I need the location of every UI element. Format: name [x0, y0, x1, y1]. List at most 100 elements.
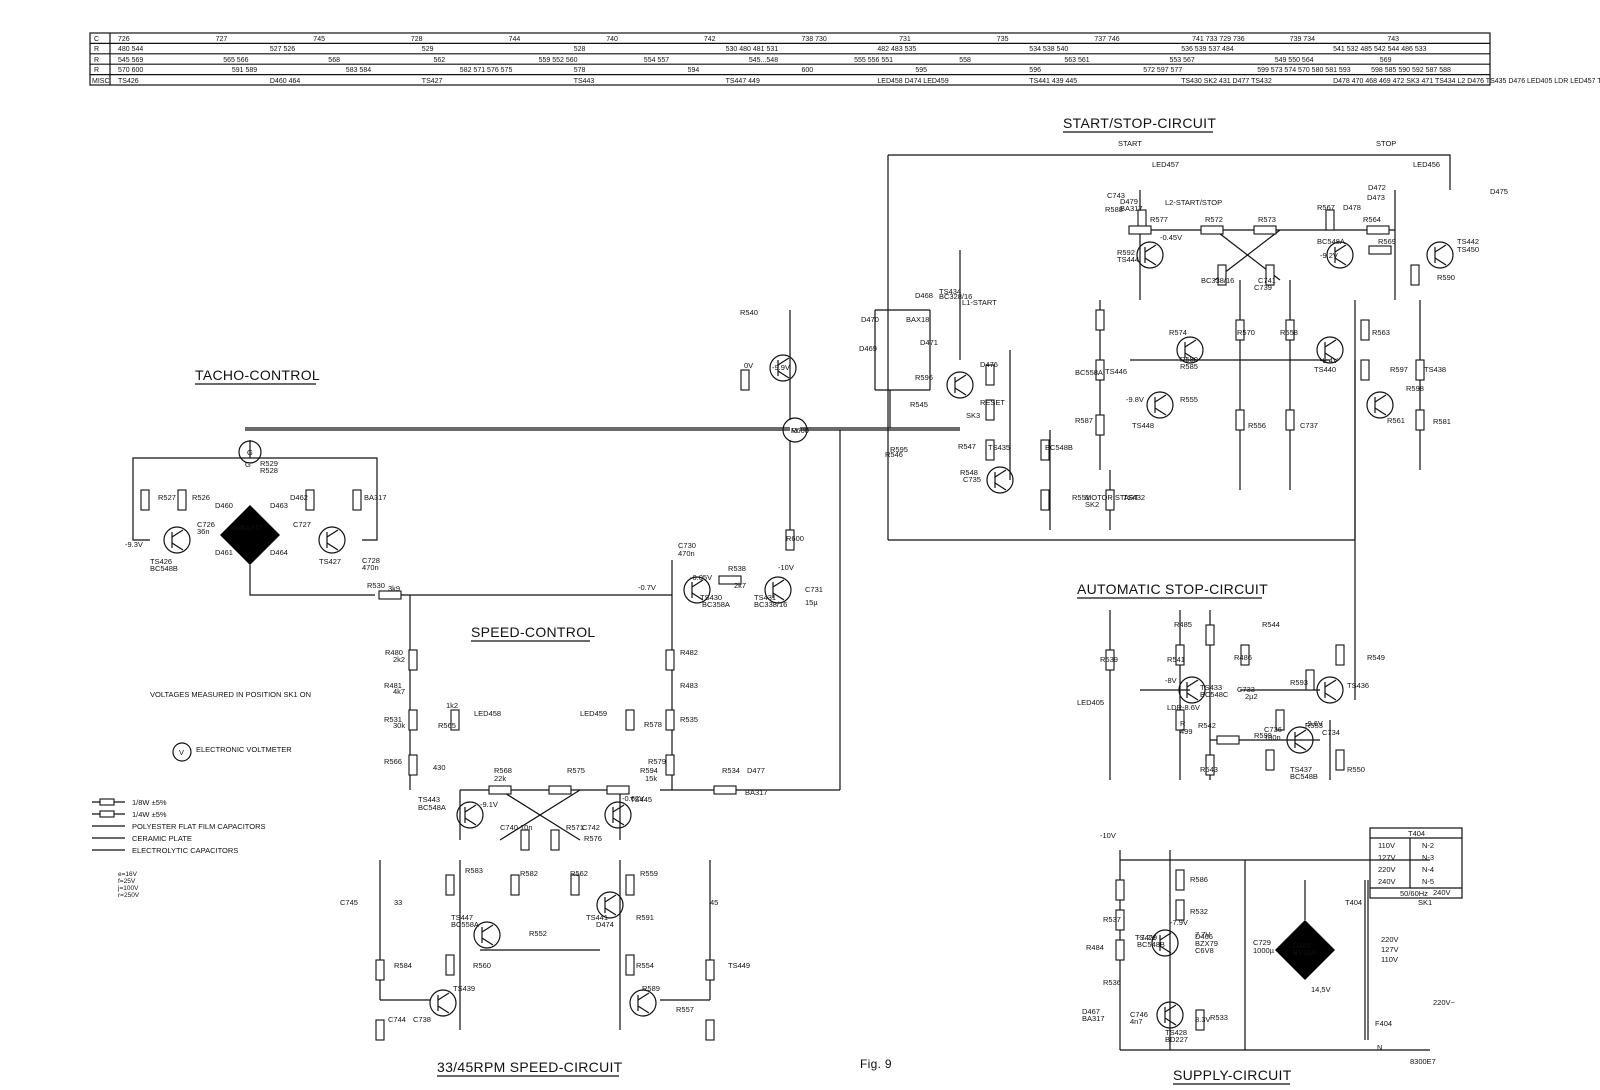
voltage-label: -9.2V [1320, 251, 1338, 260]
transistor-collector [612, 804, 625, 813]
transistor-symbol [1286, 726, 1314, 754]
component-label: D462 [290, 493, 308, 502]
transistor-collector [954, 374, 967, 383]
legend-voltage-code: r=250V [118, 892, 140, 899]
component-label: C731 [805, 585, 823, 594]
component-label: TS440 [1314, 365, 1336, 374]
resistor-symbol [1275, 709, 1285, 731]
component-label: 430 [433, 763, 446, 772]
component-label: BC548B [150, 564, 178, 573]
transistor-symbol [1426, 241, 1454, 269]
component-label: 4n7 [1130, 1017, 1143, 1026]
transistor-emitter [326, 542, 339, 551]
component-label: D465 [1293, 941, 1311, 950]
resistor-symbol [1335, 644, 1345, 666]
component-label: -10V [1100, 831, 1116, 840]
transistor-collector [1154, 394, 1167, 403]
resistor-symbol [1368, 245, 1392, 255]
component-label: STOP [1376, 139, 1396, 148]
transistor-emitter [1186, 692, 1199, 701]
component-label: TS427 [319, 557, 341, 566]
legend-resistor [99, 810, 115, 818]
wiring [132, 154, 1451, 1051]
legend-item: ELECTROLYTIC CAPACITORS [132, 846, 238, 855]
transistor-symbol [986, 466, 1014, 494]
resistor-symbol [1175, 709, 1185, 731]
table-cell: LED458 D474 LED459 [877, 78, 948, 85]
component-label: TS436 [1347, 681, 1369, 690]
component-label: BC358A [702, 600, 730, 609]
component-label: R586 [1190, 875, 1208, 884]
component-label: C734 [1322, 728, 1340, 737]
transistor-emitter [1294, 742, 1307, 751]
title-rpm-speed: 33/45RPM SPEED-CIRCUIT [437, 1059, 623, 1075]
table-cell: 595 [915, 67, 927, 74]
resistor-symbol [1325, 209, 1335, 231]
component-label: TS432 [1123, 493, 1145, 502]
table-cell: 596 [1029, 67, 1041, 74]
table-cell: 529 [422, 46, 434, 53]
transistor-symbol [1156, 1001, 1184, 1029]
component-label: R595 [890, 445, 908, 454]
table-cell: 600 [802, 67, 814, 74]
resistor-symbol [375, 959, 385, 981]
component-label: R582 [520, 869, 538, 878]
component-label: D463 [270, 501, 288, 510]
transistor-emitter [171, 542, 184, 551]
resistor-symbol [408, 709, 418, 731]
voltage-label: -9.9V [772, 363, 790, 372]
resistor-symbol [520, 829, 530, 851]
table-cell: 744 [509, 36, 521, 43]
component-label: START [1118, 139, 1142, 148]
component-label: MOTOR START [1085, 493, 1139, 502]
transistor-collector [1334, 244, 1347, 253]
resistor-symbol [985, 364, 995, 386]
table-cell: 563 561 [1064, 57, 1089, 64]
component-label: 1000µ [1253, 946, 1275, 955]
transistor-collector [437, 992, 450, 1001]
transistor-emitter [604, 907, 617, 916]
resistor-symbol [705, 959, 715, 981]
component-label: R569 [1378, 237, 1396, 246]
component-label: R581 [1433, 417, 1451, 426]
component-label: R559 [640, 869, 658, 878]
transistor-collector [464, 804, 477, 813]
transistor-collector [1144, 244, 1157, 253]
resistor-symbol [705, 1019, 715, 1041]
component-label: 220V [1381, 935, 1399, 944]
legend-item: CERAMIC PLATE [132, 834, 192, 843]
component-label: R589 [642, 984, 660, 993]
resistor-symbol [1360, 359, 1370, 381]
transistor-collector [326, 529, 339, 538]
resistor-symbol [450, 709, 460, 731]
resistor-symbol [665, 649, 675, 671]
component-label: R482 [680, 648, 698, 657]
table-cell: 740 [606, 36, 618, 43]
component-label: LDR [1167, 703, 1183, 712]
component-label: SK1 [1418, 898, 1432, 907]
component-label: C737 [1300, 421, 1318, 430]
title-tacho-control: TACHO-CONTROL [195, 367, 320, 383]
resistor-symbol [177, 489, 187, 511]
component-label: R593 [1290, 678, 1308, 687]
voltage-label: -8.6V [1182, 703, 1200, 712]
component-label: 4xBA317 [232, 523, 262, 532]
component-label: R563 [1372, 328, 1390, 337]
component-label: TS439 [453, 984, 475, 993]
table-cell: 528 [574, 46, 586, 53]
table-cell: 745 [313, 36, 325, 43]
title-automatic-stop: AUTOMATIC STOP-CIRCUIT [1077, 581, 1268, 597]
component-label: C729 [1253, 938, 1271, 947]
resistor-symbol [1235, 409, 1245, 431]
component-label: 240V [1433, 888, 1451, 897]
resistor-symbol [550, 829, 560, 851]
table-cell: 534 538 540 [1029, 46, 1068, 53]
table-cell: 738 730 [802, 36, 827, 43]
component-label: TS429 [1135, 933, 1157, 942]
transistor-symbol [1151, 929, 1179, 957]
table-cell: 572 597 577 [1143, 67, 1182, 74]
legend-voltage-code: j=100V [117, 885, 139, 892]
component-label: BC338/16 [1201, 276, 1234, 285]
transistor-symbol [596, 891, 624, 919]
